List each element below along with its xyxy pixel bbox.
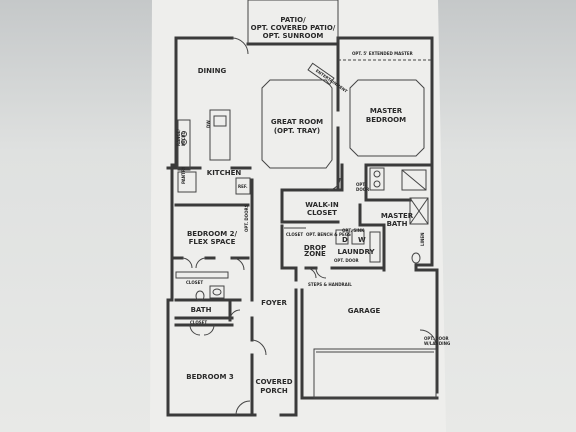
patio-line-3: OPT. SUNROOM [263, 32, 324, 40]
covered-porch-label: COVERED [255, 378, 292, 386]
pantry-label: PANTRY [181, 166, 186, 184]
great-room-label: GREAT ROOM [271, 118, 323, 126]
garage-door [313, 348, 437, 399]
bath-label: BATH [191, 306, 212, 314]
interior-walls [166, 42, 434, 417]
opt-bench-label: OPT. BENCH & PEGS [306, 232, 351, 237]
micro-label: MICRO [181, 131, 186, 146]
opt-door-landing-label-2: W/LANDING [424, 341, 450, 346]
laundry-appliances [284, 227, 381, 263]
closet-label-bedroom3: CLOSET [190, 320, 207, 325]
bedroom2-sub-label: FLEX SPACE [189, 238, 236, 246]
steps-label: STEPS & HANDRAIL [308, 282, 352, 287]
kitchen-fixtures [177, 109, 251, 195]
closet-label-bath: CLOSET [186, 280, 203, 285]
bedroom3-label: BEDROOM 3 [186, 373, 234, 381]
opt-door-closet-label: OPT. [356, 182, 366, 187]
door-swings [181, 37, 437, 416]
walk-in-closet-label: WALK-IN [305, 201, 339, 209]
master-bedroom-label: MASTER [370, 107, 403, 115]
linen-label: LINEN [420, 233, 425, 246]
opt-door-laundry-label: OPT. DOOR [334, 258, 359, 263]
laundry-label: LAUNDRY [337, 248, 375, 256]
opt-sink-label: OPT. SINK [342, 228, 365, 233]
great-room-sub-label: (OPT. TRAY) [274, 127, 320, 135]
dryer-label: D [342, 236, 348, 244]
master-bath-fixtures [369, 167, 429, 264]
covered-porch-label-2: PORCH [260, 387, 288, 395]
walk-in-closet-label-2: CLOSET [307, 209, 337, 217]
drop-zone-label-2: ZONE [304, 250, 326, 258]
great-room-tray [261, 79, 333, 169]
dining-label: DINING [198, 67, 227, 75]
bedroom2-label: BEDROOM 2/ [187, 230, 237, 238]
entertainment-niche [307, 62, 335, 86]
patio-label: PATIO/ OPT. COVERED PATIO/ OPT. SUNROOM [251, 16, 336, 40]
patio-line-2: OPT. COVERED PATIO/ [251, 24, 336, 32]
bath-fixtures [175, 271, 229, 302]
master-bath-label-2: BATH [387, 220, 408, 228]
opt-door-closet-label-2: DOOR [356, 187, 369, 192]
garage-label: GARAGE [348, 307, 381, 315]
closet-label-drop: CLOSET [286, 232, 303, 237]
master-bedroom-label-2: BEDROOM [366, 116, 406, 124]
opt-door-landing-label: OPT. DOOR [424, 336, 449, 341]
dw-label: DW [206, 120, 211, 128]
kitchen-label: KITCHEN [207, 169, 242, 177]
master-bath-label: MASTER [381, 212, 414, 220]
master-tray [349, 79, 425, 157]
patio-line-1: PATIO/ [280, 16, 306, 24]
extended-master-label: OPT. 5' EXTENDED MASTER [352, 51, 413, 56]
opt-doors-label: OPT. DOORS [244, 204, 249, 232]
range-label: RANGE/ [176, 128, 181, 146]
drop-zone-label: DROP [304, 244, 326, 252]
ref-label: REF. [238, 184, 248, 189]
washer-label: W [358, 236, 366, 244]
patio-outline [247, 0, 339, 44]
foyer-label: FOYER [261, 299, 287, 307]
